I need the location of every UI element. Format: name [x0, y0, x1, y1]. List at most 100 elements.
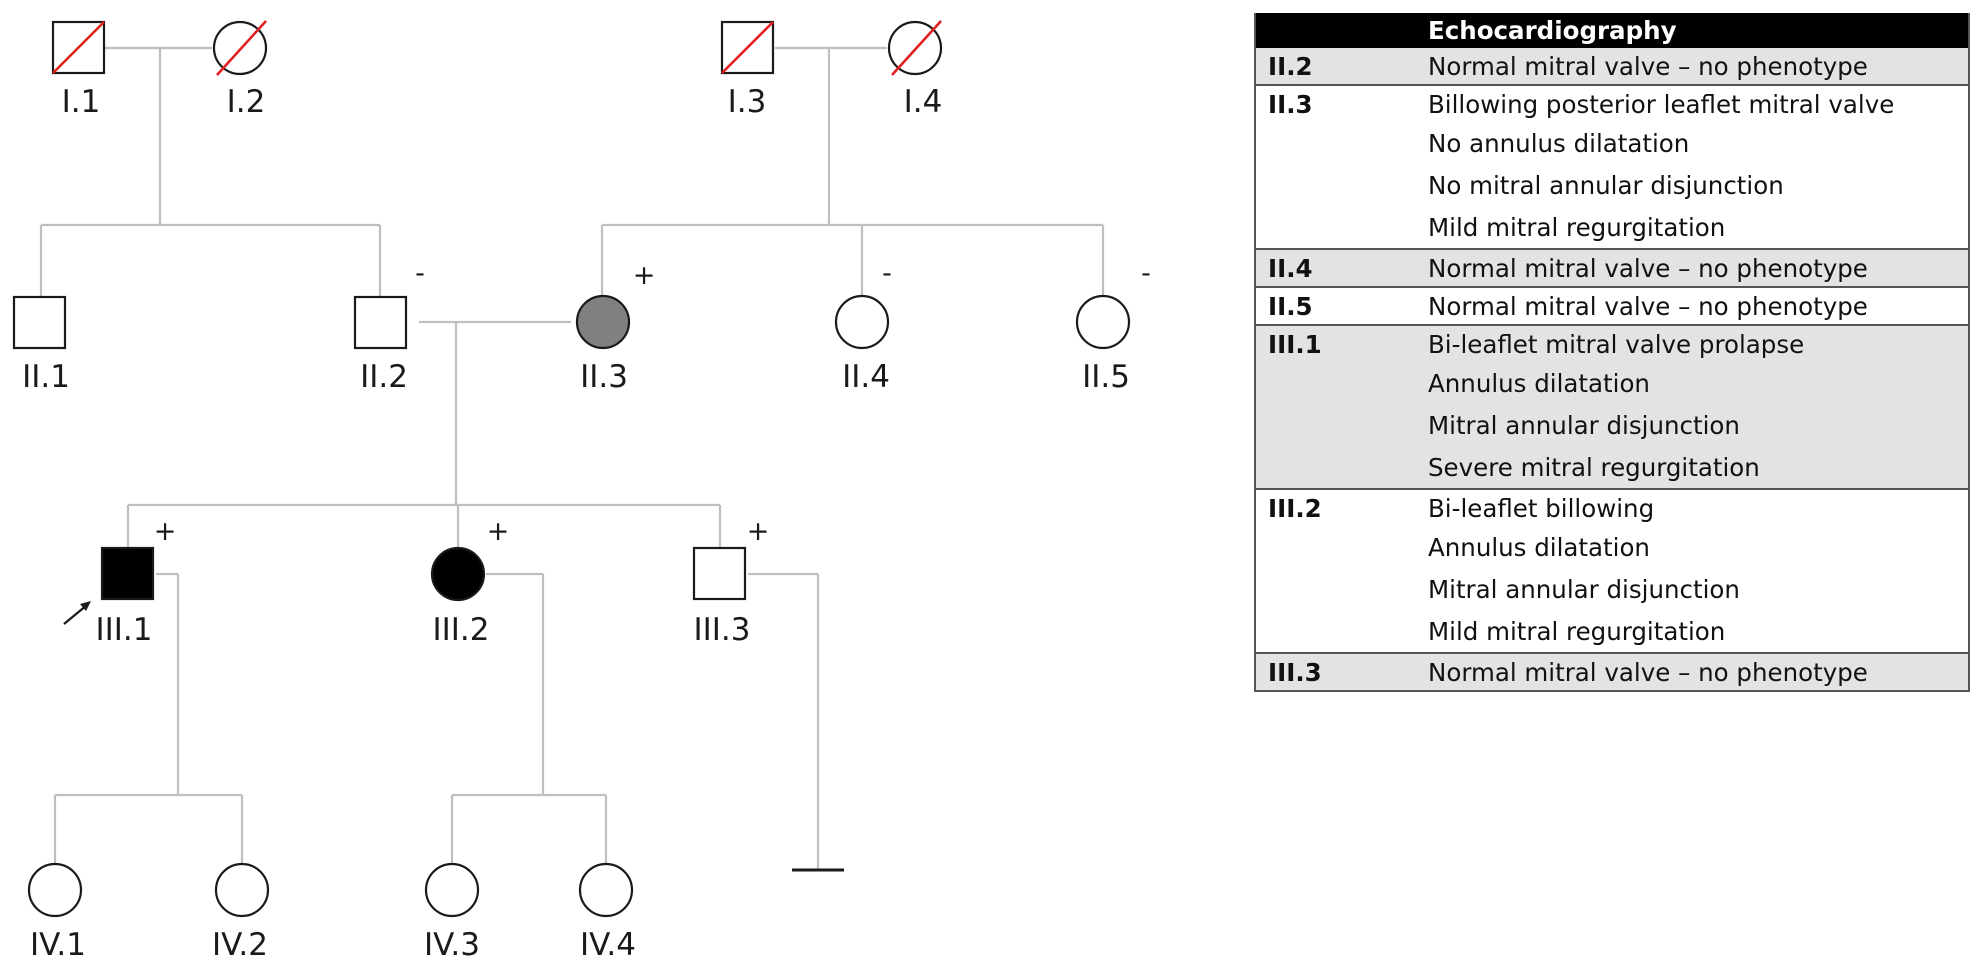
finding-cell: Bi-leaflet mitral valve prolapse — [1428, 325, 1969, 362]
table-group-III.2: III.2 Bi-leaflet billowing Annulus dilat… — [1255, 489, 1969, 653]
empty-id-cell — [1255, 362, 1428, 404]
table-row: II.3 Billowing posterior leaflet mitral … — [1255, 85, 1969, 122]
genotype-marker: - — [415, 258, 425, 289]
empty-id-cell — [1255, 446, 1428, 489]
individual-id-cell: II.5 — [1268, 291, 1313, 321]
table-row: Mild mitral regurgitation — [1255, 610, 1969, 653]
individual-label: II.5 — [1082, 359, 1130, 395]
table-row: II.5 Normal mitral valve – no phenotype — [1255, 287, 1969, 325]
empty-id-cell — [1255, 610, 1428, 653]
echocardiography-table: Echocardiography II.2 Normal mitral valv… — [1254, 13, 1970, 692]
individual-label: IV.2 — [212, 927, 268, 963]
individual-label: II.4 — [842, 359, 890, 395]
finding-cell: No annulus dilatation — [1428, 128, 1690, 158]
individual-label: I.2 — [227, 84, 266, 120]
finding-cell: Billowing posterior leaflet mitral valve — [1428, 89, 1895, 119]
deceased-slash — [52, 21, 105, 74]
table-row: No mitral annular disjunction — [1255, 164, 1969, 206]
female-symbol — [578, 862, 634, 918]
finding-cell: Mitral annular disjunction — [1428, 574, 1740, 604]
individual-label: IV.1 — [30, 927, 86, 963]
pedigree-chart: I.1 I.2 I.3 I.4 II.1 - II.2 + II.3 - II.… — [12, 20, 1151, 963]
finding-cell: Severe mitral regurgitation — [1428, 446, 1969, 489]
individual-label: IV.3 — [424, 927, 480, 963]
deceased-slash — [891, 20, 942, 76]
individual-I.3: I.3 — [720, 20, 775, 120]
empty-id-cell — [1255, 164, 1428, 206]
individual-II.4: - II.4 — [834, 258, 892, 395]
individual-II.3: + II.3 — [575, 260, 655, 395]
table-row: Annulus dilatation — [1255, 526, 1969, 568]
table-group-II.3: II.3 Billowing posterior leaflet mitral … — [1255, 85, 1969, 249]
individual-IV.3: IV.3 — [424, 862, 480, 963]
individual-III.2: + III.2 — [430, 516, 510, 648]
individual-II.1: II.1 — [12, 295, 70, 395]
table-group-II.2: II.2 Normal mitral valve – no phenotype — [1255, 48, 1969, 85]
finding-cell: Annulus dilatation — [1428, 532, 1650, 562]
male-symbol-affected — [100, 546, 155, 601]
genotype-marker: + — [487, 516, 510, 547]
finding-cell: Mild mitral regurgitation — [1428, 212, 1726, 242]
table-header-title: Echocardiography — [1428, 13, 1969, 48]
individual-label: I.4 — [904, 84, 943, 120]
individual-label: II.2 — [360, 359, 408, 395]
table-row: III.3 Normal mitral valve – no phenotype — [1255, 653, 1969, 691]
table-header-row: Echocardiography — [1255, 13, 1969, 48]
individual-I.4: I.4 — [887, 20, 943, 120]
table-row: III.1 Bi-leaflet mitral valve prolapse — [1255, 325, 1969, 362]
finding-cell: Mitral annular disjunction — [1428, 404, 1969, 446]
individual-id-cell: III.1 — [1255, 325, 1428, 362]
individual-II.2: - II.2 — [353, 258, 425, 395]
table-row: Mitral annular disjunction — [1255, 568, 1969, 610]
table-row: Mild mitral regurgitation — [1255, 206, 1969, 249]
table-row: III.2 Bi-leaflet billowing — [1255, 489, 1969, 526]
table-row: No annulus dilatation — [1255, 122, 1969, 164]
pedigree-lines — [39, 46, 1105, 872]
individual-IV.2: IV.2 — [212, 862, 270, 963]
female-symbol-affected — [430, 546, 486, 602]
individual-IV.4: IV.4 — [578, 862, 636, 963]
male-symbol — [353, 295, 408, 350]
table-group-II.4: II.4 Normal mitral valve – no phenotype — [1255, 249, 1969, 287]
table-group-II.5: II.5 Normal mitral valve – no phenotype — [1255, 287, 1969, 325]
individual-label: II.1 — [22, 359, 70, 395]
individual-id-cell: III.3 — [1255, 653, 1428, 691]
empty-id-cell — [1255, 404, 1428, 446]
table-row: Mitral annular disjunction — [1255, 404, 1969, 446]
individual-label: II.3 — [580, 359, 628, 395]
table-row: Annulus dilatation — [1255, 362, 1969, 404]
proband-arrow-icon — [63, 604, 88, 625]
individual-id-cell: II.4 — [1255, 249, 1428, 287]
table-row: II.4 Normal mitral valve – no phenotype — [1255, 249, 1969, 287]
proband-arrow-head-icon — [80, 601, 91, 611]
female-symbol — [424, 862, 480, 918]
female-symbol — [27, 862, 83, 918]
finding-cell: Mild mitral regurgitation — [1428, 616, 1726, 646]
empty-id-cell — [1255, 568, 1428, 610]
individual-I.1: I.1 — [51, 20, 106, 120]
individual-id-cell: II.2 — [1255, 48, 1428, 85]
individual-id-cell: III.2 — [1268, 493, 1322, 523]
individual-II.5: - II.5 — [1075, 258, 1151, 395]
male-symbol — [692, 546, 747, 601]
female-symbol — [834, 294, 890, 350]
deceased-slash — [216, 20, 267, 76]
table-group-III.3: III.3 Normal mitral valve – no phenotype — [1255, 653, 1969, 691]
finding-cell: Normal mitral valve – no phenotype — [1428, 291, 1868, 321]
genotype-marker: - — [882, 258, 892, 289]
individual-III.3: + III.3 — [692, 516, 770, 648]
individual-label: III.2 — [432, 612, 489, 648]
female-symbol-partially-affected — [575, 294, 631, 350]
individual-III.1: + III.1 — [63, 516, 176, 648]
genotype-marker: - — [1141, 258, 1151, 289]
individual-label: I.1 — [62, 84, 101, 120]
finding-cell: Annulus dilatation — [1428, 362, 1969, 404]
table-row: II.2 Normal mitral valve – no phenotype — [1255, 48, 1969, 85]
empty-id-cell — [1255, 526, 1428, 568]
table-row: Severe mitral regurgitation — [1255, 446, 1969, 489]
individual-IV.1: IV.1 — [27, 862, 86, 963]
finding-cell: No mitral annular disjunction — [1428, 170, 1784, 200]
female-symbol — [214, 862, 270, 918]
individual-label: III.3 — [693, 612, 750, 648]
genotype-marker: + — [747, 516, 770, 547]
